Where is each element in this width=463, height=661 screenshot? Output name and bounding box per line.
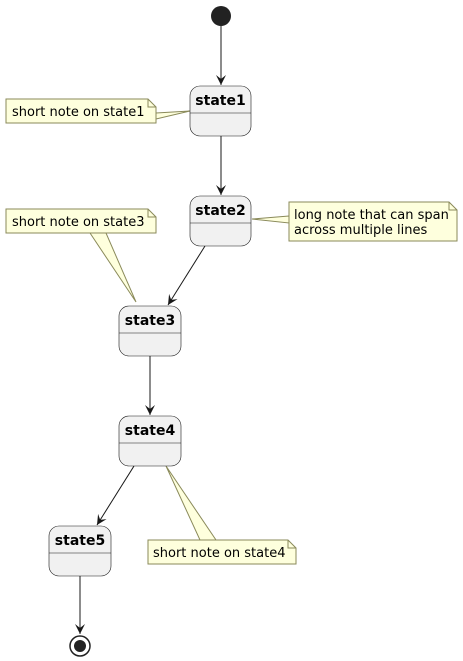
note-state2-line-2: across multiple lines [294,223,427,238]
note2-connector [251,215,290,224]
transition-state4-state5 [96,465,135,526]
transition-state2-state3 [167,245,206,306]
state-state4: state4 [118,415,182,467]
note-state2-line-1: long note that can span [294,208,449,223]
final-state-icon [69,635,91,657]
state-state2-name: state2 [195,203,245,219]
state-state3: state3 [118,305,182,357]
note-state1: short note on state1 [5,98,157,124]
note-state2: long note that can span across multiple … [288,201,458,242]
state-state2: state2 [189,195,252,247]
state-state1: state1 [189,85,252,137]
state-state1-name: state1 [195,93,245,109]
note1-connector [155,110,191,120]
state-state5-name: state5 [55,533,105,549]
note-state4-text: short note on state4 [153,546,286,561]
note3-connector [89,232,137,303]
state-state3-name: state3 [125,313,175,329]
initial-state-dot [211,6,231,26]
state-state5: state5 [48,525,112,577]
note-state3-text: short note on state3 [12,215,145,230]
state-state4-name: state4 [125,423,176,439]
note-state1-text: short note on state1 [12,105,145,120]
note4-connector [165,465,217,541]
note-state4: short note on state4 [147,539,297,565]
note-state3: short note on state3 [5,208,157,234]
